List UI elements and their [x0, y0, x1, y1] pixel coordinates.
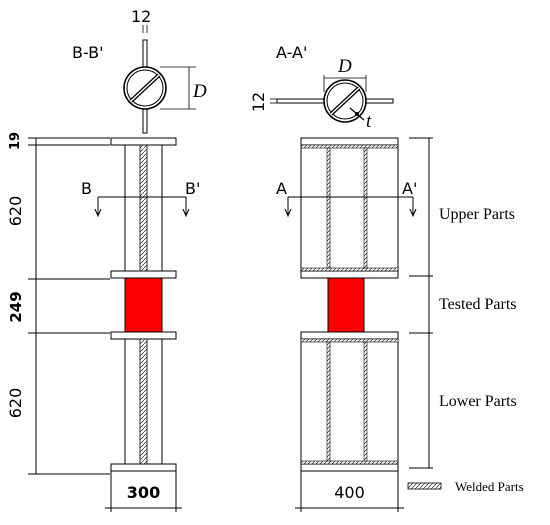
- section-right-plate-thickness: 12: [249, 92, 268, 112]
- section-left-drawing: [123, 25, 196, 134]
- vertical-dimension-chain: [28, 137, 110, 475]
- cut-left-b: B: [81, 179, 92, 198]
- dim-tested: 249: [7, 291, 25, 322]
- legend-weld-swatch: [407, 482, 442, 490]
- right-column: [300, 137, 399, 472]
- section-right-wall: t: [366, 111, 372, 132]
- section-left-diameter: D: [192, 81, 207, 102]
- right-tested-part: [327, 277, 365, 333]
- width-dimension-left: [105, 471, 182, 512]
- wall-thickness-marker: [355, 112, 359, 116]
- dim-upper: 620: [6, 196, 25, 227]
- cut-line-b: [94, 196, 190, 218]
- right-column-welds: [300, 144, 399, 465]
- cut-right-a: A': [402, 179, 417, 198]
- section-left-plate-thickness: 12: [131, 7, 151, 26]
- dim-width-left: 300: [127, 483, 160, 502]
- label-upper-parts: Upper Parts: [439, 206, 515, 223]
- left-column-gusset-welds: [139, 144, 148, 465]
- section-right-label: A-A': [276, 43, 307, 62]
- section-right-drawing: [270, 75, 394, 123]
- cut-line-a: [284, 196, 417, 218]
- label-tested-parts: Tested Parts: [439, 296, 517, 313]
- cut-left-a: A: [276, 179, 287, 198]
- label-lower-parts: Lower Parts: [439, 393, 517, 410]
- parts-bracket: [409, 137, 433, 469]
- section-right-diameter: D: [337, 56, 352, 77]
- cut-right-b: B': [185, 179, 200, 198]
- dim-endplate: 19: [8, 132, 23, 150]
- left-tested-part: [124, 277, 163, 333]
- legend-welded-label: Welded Parts: [455, 479, 524, 494]
- dim-lower: 620: [6, 388, 25, 419]
- dim-width-right: 400: [334, 483, 365, 502]
- width-dimension-right: [295, 471, 404, 512]
- section-left-label: B-B': [72, 43, 104, 62]
